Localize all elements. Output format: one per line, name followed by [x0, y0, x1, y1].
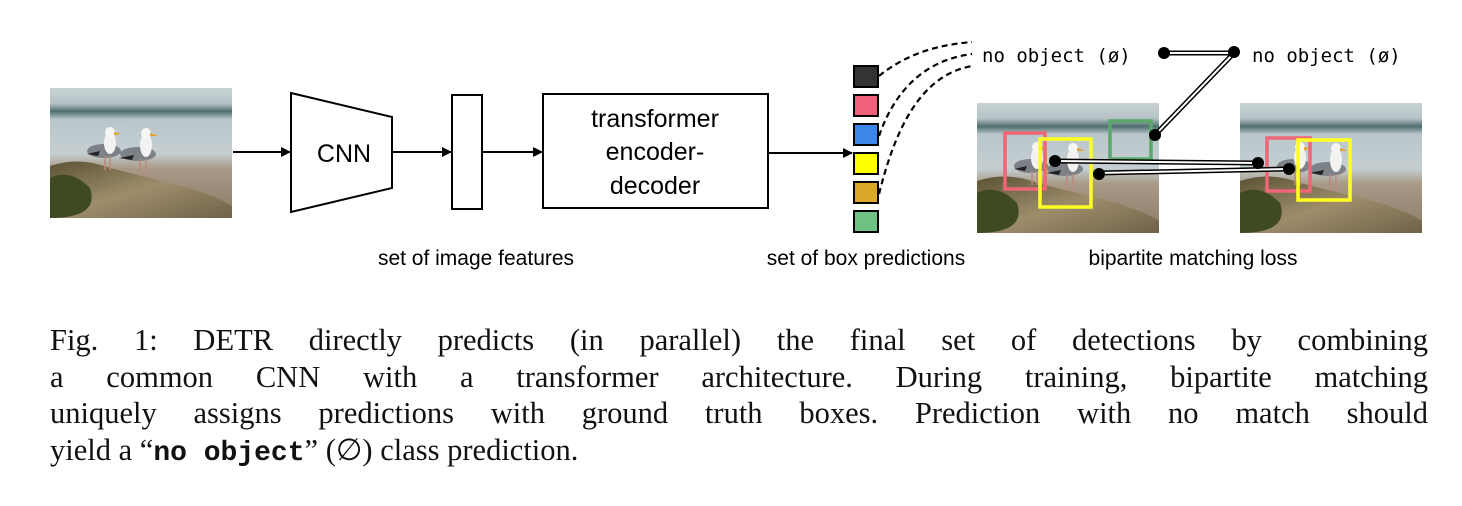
matching-connectors	[1054, 50, 1289, 176]
prediction-slot-blue	[853, 123, 879, 146]
caption-line-3: uniquely assigns predictions with ground…	[50, 396, 1428, 430]
predicted-box-yellow	[1038, 137, 1093, 209]
gt-box-pink	[1265, 136, 1312, 193]
dashed-link-dark	[878, 40, 973, 77]
matching-dots	[1049, 46, 1295, 180]
caption-line-4: yield a “no object” (∅) class prediction…	[50, 432, 1428, 473]
no-object-label-ground-truth: no object (ø)	[1252, 45, 1401, 67]
cnn-block	[290, 91, 393, 214]
gt-box-yellow	[1296, 138, 1352, 202]
no-object-label-predictions: no object (ø)	[982, 45, 1131, 67]
cnn-label: CNN	[317, 140, 371, 168]
predicted-box-green	[1108, 119, 1153, 161]
detr-pipeline-figure: CNN transformer encoder- decoder no obje…	[49, 40, 1423, 270]
label-box-predictions: set of box predictions	[767, 247, 965, 270]
predicted-box-pink	[1003, 131, 1047, 191]
prediction-slot-dark	[853, 65, 879, 88]
caption-line-1: Fig. 1: DETR directly predicts (in paral…	[50, 323, 1428, 357]
prediction-slots	[853, 65, 879, 233]
dashed-link-orange	[877, 64, 973, 195]
transformer-label-line2: encoder-	[606, 138, 705, 166]
prediction-slot-yellow	[853, 152, 879, 175]
prediction-slot-pink	[853, 94, 879, 117]
dashed-link-blue	[877, 52, 973, 137]
label-image-features: set of image features	[378, 247, 574, 270]
caption-line-2: a common CNN with a transformer architec…	[50, 359, 1428, 394]
caption-code-no-object: no object	[153, 437, 305, 469]
caption-line-4-pre: yield a “	[50, 432, 154, 467]
label-matching-loss: bipartite matching loss	[1089, 247, 1298, 270]
transformer-label-line3: decoder	[610, 172, 700, 200]
input-image	[49, 87, 233, 219]
figure-caption: Fig. 1: DETR directly predicts (in paral…	[50, 322, 1428, 472]
transformer-block	[542, 93, 769, 209]
transformer-label-line1: transformer	[591, 105, 719, 133]
image-features-block	[451, 94, 483, 210]
caption-line-4-post: ” (∅) class prediction.	[304, 432, 579, 467]
prediction-slot-green	[853, 210, 879, 233]
prediction-slot-orange	[853, 181, 879, 204]
